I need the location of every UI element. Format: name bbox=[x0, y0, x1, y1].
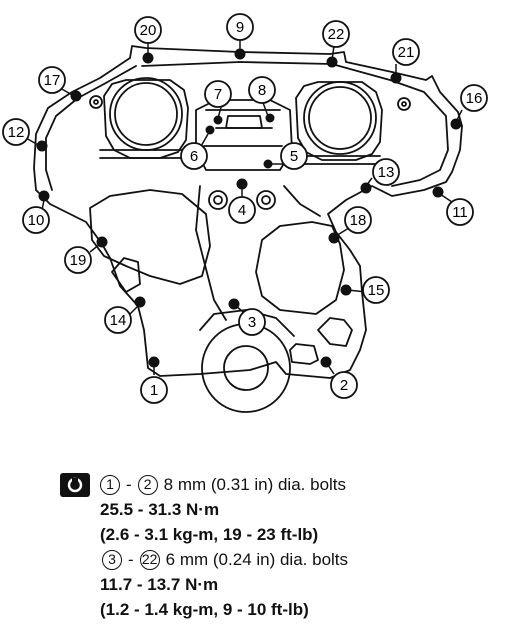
svg-text:2: 2 bbox=[340, 377, 348, 394]
callout-13: 13 bbox=[372, 158, 400, 186]
callout-3: 3 bbox=[238, 308, 266, 336]
cover-outline-svg: 1 2 3 4 5 6 7 8 9 10 11 12 13 14 15 16 1… bbox=[2, 13, 488, 413]
svg-text:11: 11 bbox=[452, 204, 468, 221]
torque-wrench-icon bbox=[60, 472, 90, 497]
svg-text:22: 22 bbox=[328, 26, 345, 43]
callout-5: 5 bbox=[280, 142, 308, 170]
timing-cover-diagram: 1 2 3 4 5 6 7 8 9 10 11 12 13 14 15 16 1… bbox=[2, 13, 488, 413]
svg-text:14: 14 bbox=[110, 312, 127, 329]
callout-9: 9 bbox=[226, 13, 254, 41]
callout-7: 7 bbox=[204, 80, 232, 108]
callout-6: 6 bbox=[180, 142, 208, 170]
svg-text:1: 1 bbox=[150, 382, 158, 399]
group1-torque-nm: 25.5 - 31.3 N·m bbox=[100, 500, 220, 519]
svg-text:18: 18 bbox=[350, 212, 367, 229]
range-dash: - bbox=[126, 475, 132, 494]
range-dash: - bbox=[128, 550, 134, 569]
svg-text:19: 19 bbox=[70, 252, 87, 269]
svg-text:7: 7 bbox=[214, 86, 222, 103]
svg-text:10: 10 bbox=[28, 212, 45, 229]
group2-bolt-size: 6 mm (0.24 in) dia. bolts bbox=[165, 550, 349, 569]
spec-group2-header: 3 - 22 6 mm (0.24 in) dia. bolts bbox=[60, 547, 500, 572]
svg-text:15: 15 bbox=[368, 282, 385, 299]
svg-text:5: 5 bbox=[290, 148, 298, 165]
svg-text:13: 13 bbox=[378, 164, 395, 181]
callout-11: 11 bbox=[446, 198, 474, 226]
svg-text:9: 9 bbox=[236, 19, 244, 36]
callout-22: 22 bbox=[322, 20, 350, 48]
callout-ref-3: 3 bbox=[102, 549, 122, 570]
callout-ref-2: 2 bbox=[137, 474, 158, 495]
svg-text:8: 8 bbox=[258, 82, 266, 99]
callout-12: 12 bbox=[2, 118, 30, 146]
svg-text:17: 17 bbox=[44, 72, 61, 89]
callout-15: 15 bbox=[362, 276, 390, 304]
torque-spec: 1 - 2 8 mm (0.31 in) dia. bolts 25.5 - 3… bbox=[60, 472, 500, 622]
callout-17: 17 bbox=[38, 66, 66, 94]
callout-ref-22: 22 bbox=[139, 549, 160, 570]
svg-text:16: 16 bbox=[466, 90, 483, 107]
svg-text:20: 20 bbox=[140, 22, 157, 39]
callout-19: 19 bbox=[64, 246, 92, 274]
callout-4: 4 bbox=[228, 196, 256, 224]
callout-21: 21 bbox=[392, 38, 420, 66]
group2-torque-nm: 11.7 - 13.7 N·m bbox=[100, 575, 219, 594]
callout-1: 1 bbox=[140, 376, 168, 404]
callout-18: 18 bbox=[344, 206, 372, 234]
callout-20: 20 bbox=[134, 16, 162, 44]
group1-bolt-size: 8 mm (0.31 in) dia. bolts bbox=[163, 475, 347, 494]
callout-ref-1: 1 bbox=[100, 474, 120, 495]
callout-16: 16 bbox=[460, 84, 488, 112]
group1-torque-alt: (2.6 - 3.1 kg-m, 19 - 23 ft-lb) bbox=[100, 525, 319, 544]
group2-torque-alt: (1.2 - 1.4 kg-m, 9 - 10 ft-lb) bbox=[100, 600, 309, 619]
callout-8: 8 bbox=[248, 76, 276, 104]
svg-text:4: 4 bbox=[238, 202, 246, 219]
callout-10: 10 bbox=[22, 206, 50, 234]
svg-text:3: 3 bbox=[248, 314, 256, 331]
svg-text:6: 6 bbox=[190, 148, 198, 165]
svg-text:12: 12 bbox=[8, 124, 25, 141]
svg-text:21: 21 bbox=[398, 44, 415, 61]
callout-14: 14 bbox=[104, 306, 132, 334]
spec-group1-header: 1 - 2 8 mm (0.31 in) dia. bolts bbox=[60, 472, 500, 497]
callout-2: 2 bbox=[330, 371, 358, 399]
